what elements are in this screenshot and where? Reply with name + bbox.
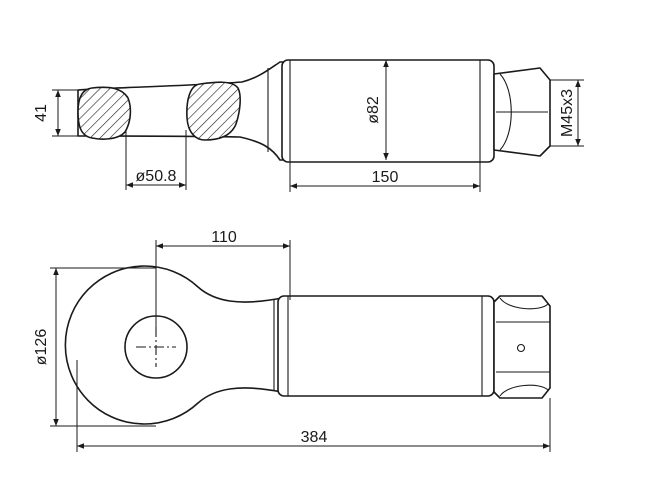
dim-body-length: 150 <box>372 169 399 186</box>
dim-overall-length: 384 <box>301 429 328 446</box>
bottom-dimensions: 110 ø126 384 <box>33 229 551 452</box>
top-view <box>77 59 551 163</box>
bottom-body <box>277 295 495 397</box>
dim-pin-hole-diameter: ø50.8 <box>136 168 177 185</box>
top-body <box>281 59 495 163</box>
top-eye-section-left <box>77 86 132 140</box>
top-eye-section-right <box>186 81 241 141</box>
dim-eye-outer-diameter: ø126 <box>33 329 50 366</box>
dim-thread-size: M45x3 <box>559 89 576 137</box>
dim-body-diameter: ø82 <box>365 96 382 124</box>
bottom-nut-chamfer-top <box>499 297 549 310</box>
dim-eye-to-body-length: 110 <box>211 229 237 246</box>
top-dimensions: 41 ø50.8 ø82 150 M45x3 <box>33 60 584 192</box>
top-nut-chamfer <box>499 73 512 151</box>
bottom-nut <box>493 295 551 399</box>
bottom-nut-chamfer-bottom <box>499 384 549 397</box>
bottom-nut-lock-hole <box>516 343 526 353</box>
bottom-view <box>64 265 551 425</box>
dim-eye-thickness: 41 <box>33 104 50 122</box>
